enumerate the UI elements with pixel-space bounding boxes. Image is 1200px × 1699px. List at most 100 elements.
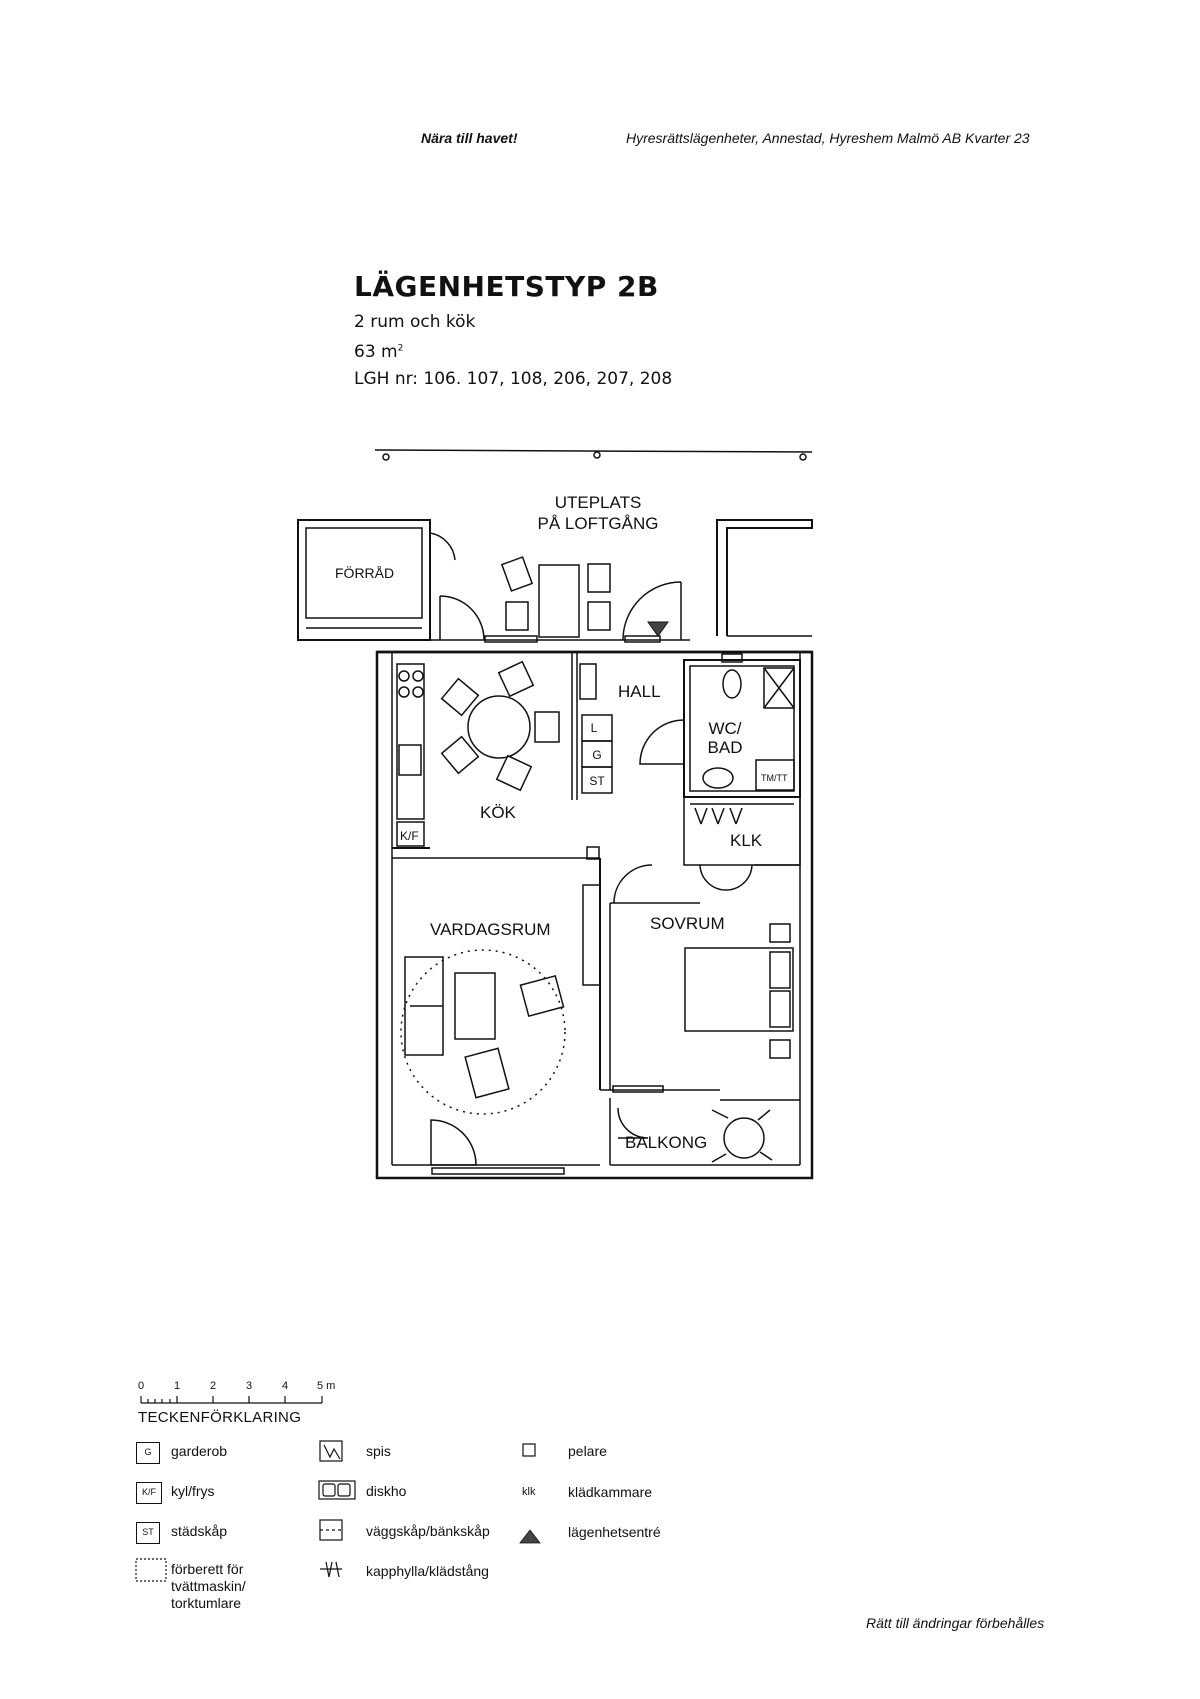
legend-garderob: garderob bbox=[171, 1443, 228, 1459]
balcony-chair-icon bbox=[711, 1109, 773, 1163]
room-label-sovrum: SOVRUM bbox=[650, 914, 725, 933]
kitchen-chair bbox=[534, 711, 560, 743]
rug bbox=[400, 949, 566, 1115]
forrad-inner-wall bbox=[305, 527, 423, 619]
room-label-wc: WC/ bbox=[708, 719, 741, 738]
legend-kylfrys: kyl/frys bbox=[171, 1483, 215, 1499]
kapphylla-icon bbox=[320, 1561, 342, 1578]
pelare-icon bbox=[522, 1443, 536, 1457]
spis-icon-mark bbox=[323, 1444, 341, 1460]
cleaning-cabinet bbox=[581, 766, 613, 794]
scale-tick-1: 1 bbox=[174, 1380, 180, 1392]
coffee-table bbox=[454, 972, 496, 1040]
tvatt-icon bbox=[135, 1558, 167, 1582]
nightstand bbox=[769, 923, 791, 943]
room-label-kok: KÖK bbox=[480, 803, 517, 822]
balcony-door-swing bbox=[617, 1107, 649, 1139]
header-project: Hyresrättslägenheter, Annestad, Hyreshem… bbox=[626, 130, 1030, 146]
diskho-bowl bbox=[337, 1483, 351, 1497]
entry-door-swing bbox=[622, 581, 682, 641]
apartment-area: 63 m2 bbox=[354, 342, 403, 362]
coat-rack bbox=[579, 663, 597, 700]
window bbox=[624, 635, 661, 643]
armchair bbox=[519, 974, 565, 1018]
loftgang-rail bbox=[374, 449, 813, 453]
apartment-rooms: 2 rum och kök bbox=[354, 312, 476, 332]
stove-burner bbox=[412, 686, 424, 698]
room-label-balkong: BALKONG bbox=[625, 1133, 707, 1152]
forrad-outer-wall bbox=[297, 519, 431, 641]
room-label-loftgang: PÅ LOFTGÅNG bbox=[538, 514, 659, 533]
kylfrys-icon: K/F bbox=[136, 1482, 162, 1504]
room-label-uteplats: UTEPLATS bbox=[555, 493, 642, 512]
toilet-tank bbox=[721, 653, 743, 663]
klk-closet-walls bbox=[683, 796, 801, 866]
washer-box bbox=[755, 759, 795, 791]
label-g: G bbox=[592, 748, 601, 762]
rail-post bbox=[593, 451, 601, 459]
rail-post bbox=[382, 453, 390, 461]
fridge-box bbox=[396, 821, 425, 847]
garderob-icon: G bbox=[136, 1442, 160, 1464]
outdoor-chair bbox=[500, 556, 534, 592]
window bbox=[431, 1167, 565, 1175]
bathroom-door-swing bbox=[639, 719, 685, 765]
kitchen-chair bbox=[495, 754, 533, 792]
outdoor-chair bbox=[587, 601, 611, 631]
shower bbox=[763, 667, 795, 709]
room-label-hall: HALL bbox=[618, 682, 661, 701]
shower-line bbox=[763, 667, 795, 709]
room-label-forrad: FÖRRÅD bbox=[335, 564, 394, 581]
double-bed bbox=[684, 947, 794, 1032]
armchair bbox=[464, 1047, 510, 1099]
legend-kladkammare: klädkammare bbox=[568, 1484, 653, 1500]
pillow bbox=[769, 951, 791, 989]
outdoor-table bbox=[538, 564, 580, 638]
entry-marker-icon bbox=[647, 621, 669, 637]
kitchen-chair bbox=[440, 677, 480, 717]
apartment-title: LÄGENHETSTYP 2B bbox=[354, 270, 659, 303]
header-slogan: Nära till havet! bbox=[421, 130, 518, 146]
living-door-swing bbox=[430, 1119, 477, 1166]
legend-lagenhetsentre: lägenhetsentré bbox=[568, 1524, 661, 1540]
stadskap-icon: ST bbox=[136, 1522, 160, 1544]
legend-forberett: förberett för tvättmaskin/ torktumlare bbox=[171, 1561, 246, 1612]
room-label-vardagsrum: VARDAGSRUM bbox=[430, 920, 551, 939]
scale-tick-4: 4 bbox=[282, 1380, 288, 1392]
room-label-klk: KLK bbox=[730, 831, 763, 850]
footer-disclaimer: Rätt till ändringar förbehålles bbox=[866, 1615, 1045, 1631]
legend-kapphylla: kapphylla/klädstång bbox=[366, 1563, 489, 1579]
label-kf: K/F bbox=[400, 829, 419, 843]
closet-door-swing bbox=[699, 864, 753, 891]
bathroom-inner bbox=[689, 665, 795, 792]
legend-spis: spis bbox=[366, 1443, 391, 1459]
washbasin bbox=[702, 767, 734, 789]
pillow bbox=[769, 990, 791, 1028]
legend-stadskap: städskåp bbox=[171, 1523, 228, 1539]
legend-title: TECKENFÖRKLARING bbox=[138, 1409, 302, 1426]
outdoor-chair bbox=[505, 601, 529, 631]
stove-burner bbox=[398, 686, 410, 698]
legend-forberett-line-2: tvättmaskin/ bbox=[171, 1578, 246, 1594]
sink bbox=[398, 744, 422, 776]
room-label-bad: BAD bbox=[708, 738, 743, 757]
label-tmtt: TM/TT bbox=[761, 773, 788, 783]
kitchen-chair bbox=[497, 660, 535, 698]
bedroom-door-swing bbox=[613, 864, 653, 904]
label-l: L bbox=[591, 721, 598, 735]
legend-pelare: pelare bbox=[568, 1443, 607, 1459]
scale-tick-0: 0 bbox=[138, 1380, 144, 1392]
stove-burner bbox=[398, 670, 410, 682]
kitchen-chair bbox=[440, 735, 480, 775]
balcony-table bbox=[723, 1117, 765, 1159]
legend-klk-code: klk bbox=[522, 1486, 536, 1498]
area-value: 63 m bbox=[354, 342, 398, 362]
kitchen-door-swing bbox=[439, 595, 485, 641]
legend-diskho: diskho bbox=[366, 1483, 407, 1499]
scale-tick-2: 2 bbox=[210, 1380, 216, 1392]
diskho-bowl bbox=[322, 1483, 336, 1497]
kitchen-table bbox=[467, 695, 531, 759]
kitchen-counter bbox=[396, 663, 425, 820]
label-st: ST bbox=[589, 774, 605, 788]
bedroom-top-wall bbox=[610, 865, 800, 903]
